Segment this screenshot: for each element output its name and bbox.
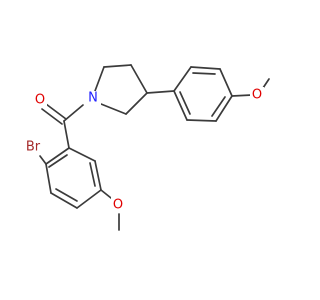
bond-mp-1	[173, 66, 192, 92]
bond-mp-2	[190, 66, 221, 70]
bond-bromine	[39, 155, 47, 165]
bond-carbonyl-ring	[63, 120, 70, 149]
bond-pyrrolidine-aryl	[146, 90, 175, 94]
bond-mp-5	[186, 119, 217, 122]
bond-pyrrolidine-n-c2	[94, 66, 105, 92]
bond-carbonyl-nitrogen	[63, 104, 84, 122]
bond-mp-4	[215, 95, 233, 122]
bond-carbonyl-double-a	[45, 103, 67, 120]
bond-bp-3-inner	[55, 188, 78, 202]
pyrrolidine-nitrogen-label: N	[88, 91, 98, 106]
bromophenyl-methoxy-oxygen-bg	[111, 197, 125, 212]
methoxyphenyl-methoxy-oxygen-bg	[250, 87, 264, 102]
bond-bp-1-inner	[48, 154, 68, 168]
molecule-structure: O N Br O O	[21, 64, 270, 231]
bromophenyl-methoxy-oxygen-label: O	[113, 198, 123, 213]
carbonyl-oxygen-label: O	[35, 93, 45, 108]
bond-bp-5-inner	[89, 162, 96, 187]
bond-pyrrolidine-c4-c5	[125, 92, 148, 115]
atom-label-layer: O N Br O O	[21, 87, 264, 213]
bond-mp-6	[173, 90, 188, 121]
bromine-label: Br	[26, 140, 41, 155]
bond-layer	[39, 64, 270, 231]
bond-pyrrolidine-c5-n	[100, 103, 127, 115]
bond-bp-3	[50, 192, 78, 209]
bond-pyrrolidine-c2-c3	[103, 64, 132, 68]
methoxyphenyl-methoxy-oxygen-label: O	[252, 88, 262, 103]
bond-bp-1	[45, 147, 70, 165]
pyrrolidine-nitrogen-bg	[85, 91, 101, 106]
bond-bp-5	[94, 160, 102, 191]
bond-mp-4-inner	[211, 96, 226, 117]
bond-mp-2-inner	[192, 72, 216, 75]
bond-carbonyl-double-b	[41, 108, 63, 125]
carbonyl-oxygen-bg	[33, 93, 47, 108]
bond-bp-6	[68, 147, 96, 162]
bond-mp-3	[219, 68, 233, 97]
bond-bp-4	[76, 189, 102, 209]
bond-mp-oxygen	[231, 94, 253, 97]
bond-bp-2	[45, 163, 52, 194]
bond-mp-6-inner	[179, 91, 191, 115]
bromine-bg	[21, 139, 45, 155]
bond-pyrrolidine-c3-c4	[130, 64, 148, 94]
